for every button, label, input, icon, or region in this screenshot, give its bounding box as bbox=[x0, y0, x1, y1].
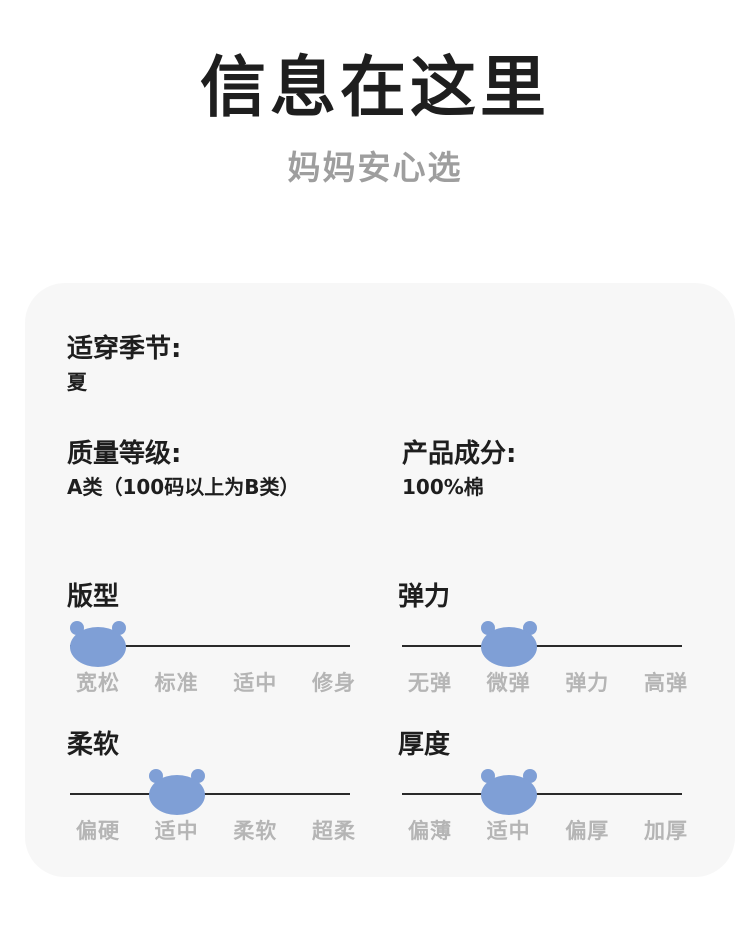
elasticity-option: 弹力 bbox=[565, 671, 610, 695]
bear-head-icon bbox=[70, 621, 126, 667]
elasticity-option: 无弹 bbox=[408, 671, 452, 695]
softness-scale-line bbox=[70, 793, 350, 795]
elasticity-label: 弹力 bbox=[398, 582, 451, 612]
fit-scale-line bbox=[70, 645, 350, 647]
thickness-option: 适中 bbox=[486, 819, 531, 843]
quality-value: A类（100码以上为B类） bbox=[67, 475, 300, 499]
elasticity-scale: 无弹 微弹 弹力 高弹 bbox=[402, 621, 694, 705]
info-card: 适穿季节: 夏 质量等级: A类（100码以上为B类） 产品成分: 100%棉 … bbox=[25, 283, 735, 877]
elasticity-option: 微弹 bbox=[486, 671, 531, 695]
thickness-scale: 偏薄 适中 偏厚 加厚 bbox=[402, 769, 694, 853]
season-value: 夏 bbox=[67, 370, 87, 394]
thickness-label: 厚度 bbox=[398, 730, 451, 760]
material-label: 产品成分: bbox=[402, 439, 517, 469]
softness-option: 超柔 bbox=[311, 819, 356, 843]
material-value: 100%棉 bbox=[402, 475, 484, 499]
bear-head-icon bbox=[480, 769, 537, 815]
fit-label: 版型 bbox=[67, 582, 120, 612]
fit-option: 标准 bbox=[154, 671, 199, 695]
softness-option: 柔软 bbox=[233, 819, 278, 843]
bear-head-icon bbox=[148, 769, 205, 815]
thickness-option: 加厚 bbox=[643, 819, 688, 843]
page-title: 信息在这里 bbox=[200, 49, 550, 126]
elasticity-scale-line bbox=[402, 645, 682, 647]
softness-option: 偏硬 bbox=[76, 819, 120, 843]
fit-option: 修身 bbox=[311, 671, 356, 695]
softness-label: 柔软 bbox=[67, 730, 120, 760]
bear-head-icon bbox=[480, 621, 537, 667]
page-subtitle: 妈妈安心选 bbox=[287, 148, 463, 187]
fit-option: 适中 bbox=[233, 671, 278, 695]
fit-option: 宽松 bbox=[76, 671, 120, 695]
softness-scale: 偏硬 适中 柔软 超柔 bbox=[70, 769, 362, 853]
elasticity-option: 高弹 bbox=[643, 671, 688, 695]
thickness-scale-line bbox=[402, 793, 682, 795]
thickness-option: 偏厚 bbox=[565, 819, 610, 843]
season-label: 适穿季节: bbox=[67, 334, 182, 364]
fit-scale: 宽松 标准 适中 修身 bbox=[70, 621, 362, 705]
quality-label: 质量等级: bbox=[67, 439, 182, 469]
softness-option: 适中 bbox=[154, 819, 199, 843]
thickness-option: 偏薄 bbox=[408, 819, 452, 843]
